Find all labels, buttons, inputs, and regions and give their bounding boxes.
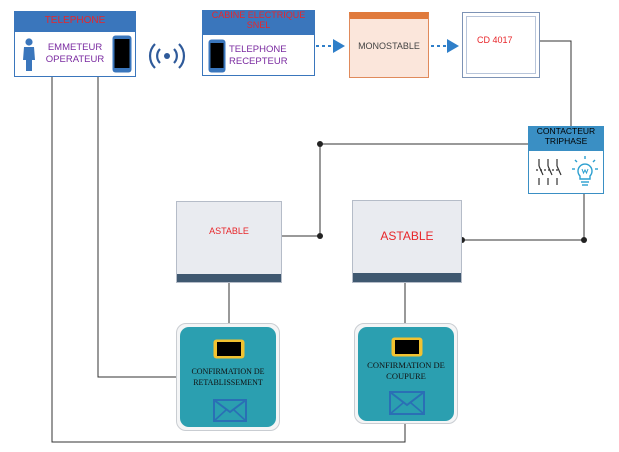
coupure-line2: COUPURE xyxy=(386,371,426,382)
telephone-line-operateur: OPERATEUR xyxy=(45,53,105,65)
astable-right-footer xyxy=(353,273,461,282)
envelope-icon xyxy=(213,399,247,422)
retablissement-line1: CONFIRMATION DE xyxy=(191,367,265,376)
person-icon xyxy=(23,38,35,71)
telephone-title: TELEPHONE xyxy=(14,11,136,31)
astable-left-label: ASTABLE xyxy=(209,226,249,236)
wire-telephone-coupure xyxy=(51,77,406,443)
telephone-block: TELEPHONE EMMETEUR OPERATEUR xyxy=(14,11,136,77)
astable-left-block: ASTABLE xyxy=(176,201,282,283)
cd4017-label: CD 4017 xyxy=(477,35,513,45)
smartphone-icon xyxy=(391,337,423,357)
junction-dot xyxy=(317,233,323,239)
cabine-title-line1: CABINE ELECTRIQUE xyxy=(211,10,306,20)
contacteur-title-line1: CONTACTEUR xyxy=(536,126,596,136)
confirmation-retablissement-card: CONFIRMATION DE RETABLISSEMENT xyxy=(176,323,280,431)
cabine-block: CABINE ELECTRIQUE SNEL TELEPHONE RECEPTE… xyxy=(202,10,315,76)
wire-cd4017-contacteur xyxy=(540,40,572,126)
contacteur-title: CONTACTEUR TRIPHASE xyxy=(528,126,604,150)
smartphone-icon xyxy=(208,39,226,73)
smartphone-icon xyxy=(112,35,132,73)
cd4017-block: CD 4017 xyxy=(462,12,540,78)
lightbulb-icon xyxy=(572,156,598,186)
wire-contacteur-astable-right xyxy=(462,194,585,241)
coupure-line1: CONFIRMATION DE xyxy=(367,360,445,370)
cabine-line-recepteur: RECEPTEUR xyxy=(229,55,288,67)
contacteur-block: CONTACTEUR TRIPHASE xyxy=(528,126,604,194)
cabine-line-telephone: TELEPHONE xyxy=(229,44,287,55)
three-phase-switch-icon xyxy=(536,159,562,185)
confirmation-coupure-card: CONFIRMATION DE COUPURE xyxy=(354,323,458,424)
wire-telephone-retablissement xyxy=(97,77,180,378)
telephone-body: EMMETEUR OPERATEUR xyxy=(14,31,136,77)
retablissement-text: CONFIRMATION DE RETABLISSEMENT xyxy=(180,367,276,389)
astable-left-footer xyxy=(177,274,281,282)
envelope-icon xyxy=(389,391,425,415)
monostable-block: MONOSTABLE xyxy=(349,12,429,78)
cabine-title-line2: SNEL xyxy=(246,19,271,30)
junction-dot xyxy=(581,237,587,243)
wireless-signal-icon xyxy=(148,43,186,69)
contacteur-title-line2: TRIPHASE xyxy=(544,135,588,146)
junction-dot xyxy=(317,141,323,147)
coupure-text: CONFIRMATION DE COUPURE xyxy=(358,360,454,382)
contacteur-body xyxy=(528,150,604,194)
monostable-label: MONOSTABLE xyxy=(358,41,420,51)
astable-right-block: ASTABLE xyxy=(352,200,462,283)
cabine-title: CABINE ELECTRIQUE SNEL xyxy=(202,10,315,34)
astable-right-label: ASTABLE xyxy=(380,229,434,243)
telephone-line-emmeteur: EMMETEUR xyxy=(47,42,103,53)
retablissement-line2: RETABLISSEMENT xyxy=(193,377,263,387)
smartphone-icon xyxy=(213,339,245,359)
cabine-body: TELEPHONE RECEPTEUR xyxy=(202,34,315,76)
